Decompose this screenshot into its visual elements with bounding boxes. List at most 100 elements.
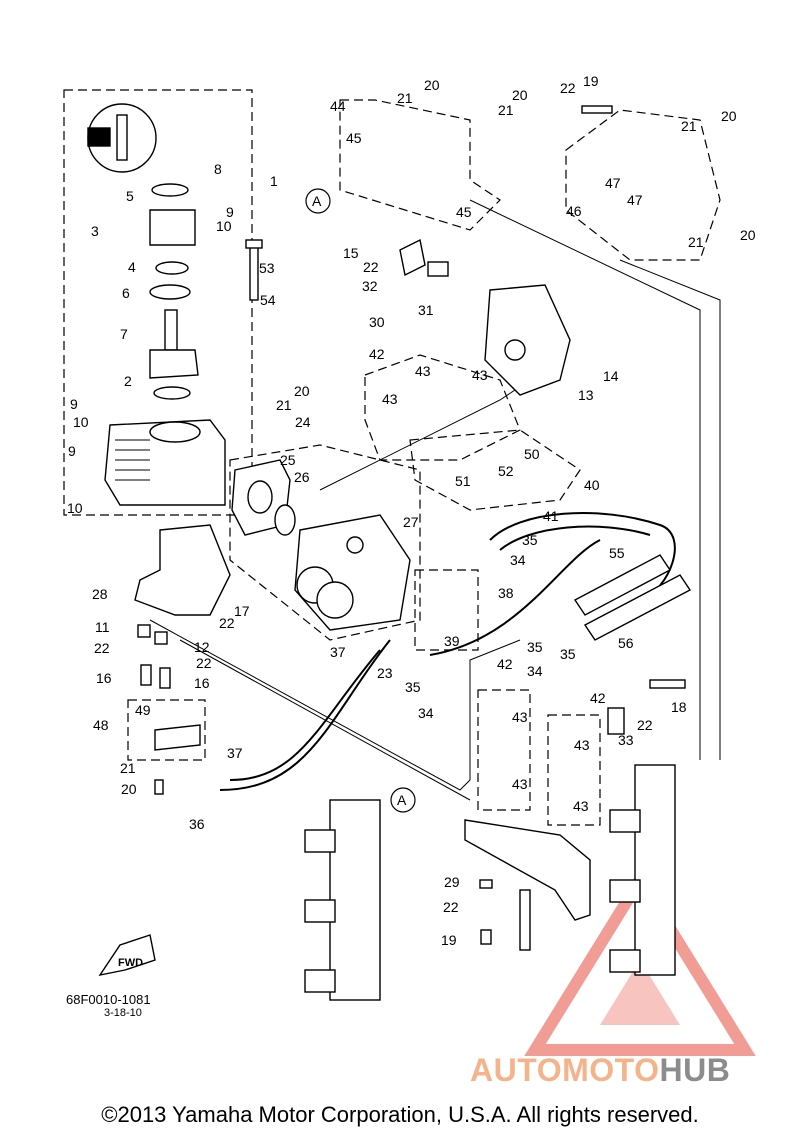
callout-53: 53: [259, 260, 275, 276]
callout-22: 22: [219, 615, 235, 631]
group-outlines: [63, 89, 721, 826]
callout-30: 30: [369, 314, 385, 330]
callout-20: 20: [512, 87, 528, 103]
callout-34: 34: [418, 705, 434, 721]
callout-21: 21: [688, 234, 704, 250]
callout-13: 13: [578, 387, 594, 403]
drawing-date: 3-18-10: [104, 1007, 142, 1019]
drawing-code: 68F0010-1081: [66, 992, 151, 1007]
callout-9: 9: [68, 443, 76, 459]
callout-21: 21: [498, 102, 514, 118]
callout-7: 7: [120, 326, 128, 342]
watermark-part2: HUB: [659, 1052, 731, 1088]
callout-43: 43: [574, 737, 590, 753]
callout-46: 46: [566, 203, 582, 219]
callout-43: 43: [382, 391, 398, 407]
callout-12: 12: [194, 639, 210, 655]
callout-42: 42: [497, 656, 513, 672]
callout-2: 2: [124, 373, 132, 389]
callout-50: 50: [524, 446, 540, 462]
callout-24: 24: [295, 414, 311, 430]
callout-22: 22: [363, 259, 379, 275]
callout-38: 38: [498, 585, 514, 601]
callout-21: 21: [681, 118, 697, 134]
copyright-line: ©2013 Yamaha Motor Corporation, U.S.A. A…: [101, 1102, 699, 1127]
callout-28: 28: [92, 586, 108, 602]
ref-marker-label: A: [397, 792, 407, 808]
callout-1: 1: [270, 173, 278, 189]
reference-marker-a-2: A: [390, 787, 416, 813]
watermark-text: AUTOMOTOHUB: [470, 1052, 730, 1089]
callout-36: 36: [189, 816, 205, 832]
callout-19: 19: [441, 932, 457, 948]
callout-35: 35: [522, 532, 538, 548]
callout-22: 22: [443, 899, 459, 915]
callout-51: 51: [455, 473, 471, 489]
callout-21: 21: [397, 90, 413, 106]
callout-20: 20: [721, 108, 737, 124]
callout-20: 20: [121, 781, 137, 797]
callout-45: 45: [346, 130, 362, 146]
callout-10: 10: [73, 414, 89, 430]
callout-22: 22: [637, 717, 653, 733]
callout-20: 20: [424, 77, 440, 93]
callout-9: 9: [226, 204, 234, 220]
callout-34: 34: [527, 663, 543, 679]
callout-27: 27: [403, 514, 419, 530]
callout-21: 21: [276, 397, 292, 413]
callout-3: 3: [91, 223, 99, 239]
reference-marker-a-1: A: [305, 188, 331, 214]
callout-22: 22: [196, 655, 212, 671]
fwd-label: FWD: [118, 957, 143, 969]
callout-32: 32: [362, 278, 378, 294]
callout-43: 43: [472, 367, 488, 383]
callout-21: 21: [120, 760, 136, 776]
callout-9: 9: [70, 396, 78, 412]
callout-41: 41: [543, 508, 559, 524]
callout-42: 42: [369, 346, 385, 362]
callout-47: 47: [605, 175, 621, 191]
callout-43: 43: [512, 776, 528, 792]
callout-54: 54: [260, 292, 276, 308]
callout-23: 23: [377, 665, 393, 681]
callout-49: 49: [135, 702, 151, 718]
callout-56: 56: [618, 635, 634, 651]
callout-10: 10: [216, 218, 232, 234]
callout-29: 29: [444, 874, 460, 890]
callout-35: 35: [527, 639, 543, 655]
watermark-triangle-logo: [524, 868, 756, 1056]
callout-19: 19: [583, 73, 599, 89]
callout-15: 15: [343, 245, 359, 261]
callout-10: 10: [67, 500, 83, 516]
callout-8: 8: [214, 161, 222, 177]
callout-16: 16: [96, 670, 112, 686]
callout-11: 11: [95, 619, 110, 635]
callout-37: 37: [227, 745, 243, 761]
leader-lines: [149, 199, 721, 801]
callout-26: 26: [294, 469, 310, 485]
callout-31: 31: [418, 302, 434, 318]
callout-5: 5: [126, 188, 134, 204]
callout-48: 48: [93, 717, 109, 733]
callout-39: 39: [444, 633, 460, 649]
callout-16: 16: [194, 675, 210, 691]
callout-55: 55: [609, 545, 625, 561]
callout-22: 22: [94, 640, 110, 656]
callout-17: 17: [234, 603, 250, 619]
watermark-part1: AUTOMOTO: [470, 1052, 660, 1088]
callout-37: 37: [330, 644, 346, 660]
callout-25: 25: [280, 452, 296, 468]
callout-34: 34: [510, 552, 526, 568]
callout-45: 45: [456, 204, 472, 220]
callout-52: 52: [498, 463, 514, 479]
callout-40: 40: [584, 477, 600, 493]
callout-6: 6: [122, 285, 130, 301]
callout-20: 20: [294, 383, 310, 399]
callout-43: 43: [512, 709, 528, 725]
callout-22: 22: [560, 80, 576, 96]
callout-35: 35: [405, 679, 421, 695]
callout-42: 42: [590, 690, 606, 706]
